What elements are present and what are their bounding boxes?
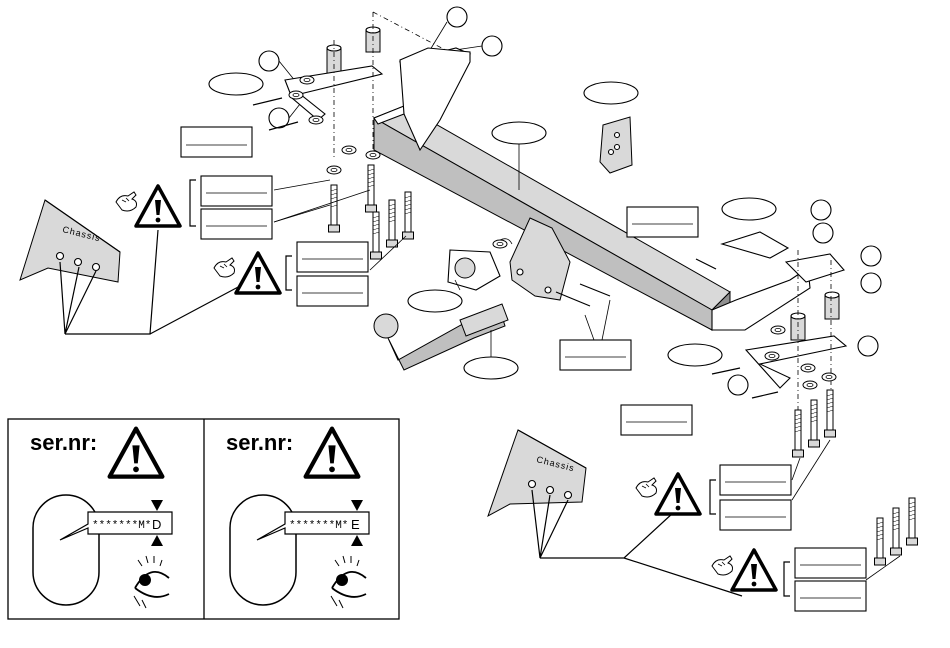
- serial-title: ser.nr:: [30, 430, 97, 455]
- label-box: [201, 209, 272, 239]
- callout-circle: [259, 51, 279, 71]
- callout-oval: [209, 73, 263, 95]
- label-box: [560, 340, 631, 370]
- glove-hand-icon: [116, 192, 137, 211]
- left-bolt-set: [190, 146, 414, 306]
- mounting-bracket: [722, 232, 788, 258]
- chassis-detail-left: Chassis: [20, 186, 280, 334]
- serial-title: ser.nr:: [226, 430, 293, 455]
- label-box: [720, 465, 791, 495]
- callout-circle: [447, 7, 467, 27]
- glove-hand-icon: [712, 556, 733, 575]
- serial-code: *******M*: [92, 520, 151, 532]
- warning-triangle-icon: [732, 550, 776, 590]
- label-box: [621, 405, 692, 435]
- label-box: [297, 276, 368, 306]
- tow-ball: [374, 314, 398, 338]
- warning-triangle-icon: [656, 474, 700, 514]
- glove-hand-icon: [214, 258, 235, 277]
- hitch-bolts: [556, 284, 631, 370]
- callout-oval: [492, 122, 546, 144]
- spacer-tube: [327, 45, 341, 74]
- warning-triangle-icon: [136, 186, 180, 226]
- tow-ball-neck: [374, 239, 518, 379]
- control-module-icon: [584, 82, 638, 173]
- serial-code: *******M*: [289, 520, 348, 532]
- serial-variant: E: [351, 517, 360, 532]
- label-box: [181, 127, 252, 157]
- label-box: [297, 242, 368, 272]
- label-box: [201, 176, 272, 206]
- warning-triangle-icon: [236, 253, 280, 293]
- callout-circle: [482, 36, 502, 56]
- glove-hand-icon: [636, 478, 657, 497]
- label-box: [720, 500, 791, 530]
- label-box: [795, 581, 866, 611]
- spacer-tube: [825, 292, 839, 319]
- label-box: [795, 548, 866, 578]
- label-box: [627, 207, 698, 237]
- serial-variant: D: [152, 517, 161, 532]
